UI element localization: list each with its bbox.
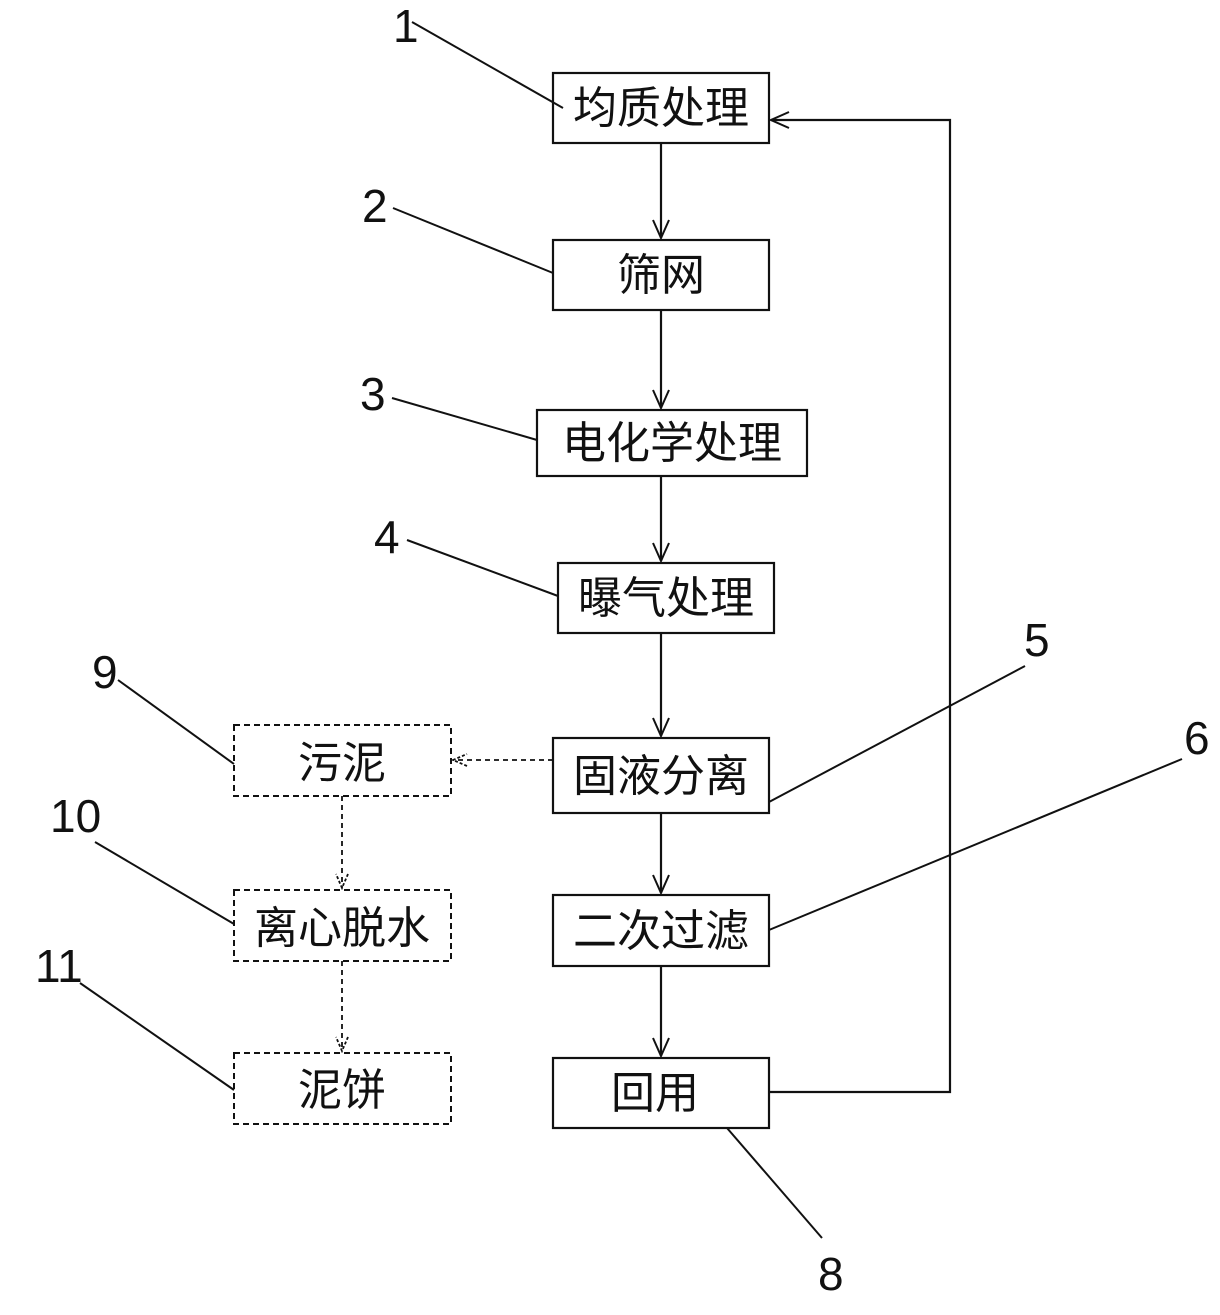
node-screen-label: 筛网: [617, 250, 705, 301]
sludge-flow-arrows: [342, 760, 553, 1051]
node-reuse: 回用: [551, 1056, 771, 1130]
leader-6: [768, 758, 1183, 931]
leader-2: [392, 207, 554, 274]
node-sludge-label: 污泥: [298, 738, 386, 789]
leader-11: [79, 982, 235, 1091]
ref-number-3: 3: [360, 368, 386, 420]
ref-number-9: 9: [92, 646, 118, 698]
ref-number-1: 1: [393, 0, 419, 52]
node-reuse-label: 回用: [611, 1068, 699, 1119]
node-homogenize: 均质处理: [551, 71, 771, 145]
ref-number-10: 10: [50, 790, 101, 842]
ref-number-8: 8: [818, 1248, 844, 1300]
reference-numbers: 1 2 3 4 5 6 8 9 10 11: [35, 0, 1210, 1300]
leader-lines: [79, 21, 1183, 1239]
ref-number-5: 5: [1024, 614, 1050, 666]
node-homogenize-label: 均质处理: [573, 83, 749, 134]
node-sludge-cake: 泥饼: [233, 1052, 452, 1125]
node-secondary-filter-label: 二次过滤: [573, 906, 749, 957]
node-aeration-label: 曝气处理: [578, 573, 754, 624]
leader-3: [391, 397, 538, 441]
node-sludge: 污泥: [233, 724, 452, 797]
ref-number-4: 4: [374, 511, 400, 563]
main-flow-arrows: [661, 120, 952, 1094]
leader-8: [726, 1127, 823, 1239]
ref-number-6: 6: [1184, 712, 1210, 764]
node-secondary-filter: 二次过滤: [551, 893, 771, 968]
node-electrochem-label: 电化学处理: [562, 418, 782, 469]
leader-5: [768, 665, 1026, 803]
node-aeration: 曝气处理: [556, 561, 776, 635]
arrow-reuse-loop-to-homogenize: [769, 120, 952, 1094]
leader-9: [117, 679, 235, 765]
node-separation-label: 固液分离: [573, 751, 749, 802]
ref-number-2: 2: [362, 180, 388, 232]
node-electrochem: 电化学处理: [535, 408, 809, 478]
node-centrifuge: 离心脱水: [233, 889, 452, 962]
node-centrifuge-label: 离心脱水: [254, 903, 430, 954]
leader-1: [411, 21, 564, 109]
node-screen: 筛网: [551, 238, 771, 312]
leader-10: [94, 841, 235, 925]
ref-number-11: 11: [35, 940, 83, 992]
leader-4: [406, 539, 559, 597]
node-sludge-cake-label: 泥饼: [298, 1065, 386, 1116]
node-separation: 固液分离: [551, 736, 771, 815]
